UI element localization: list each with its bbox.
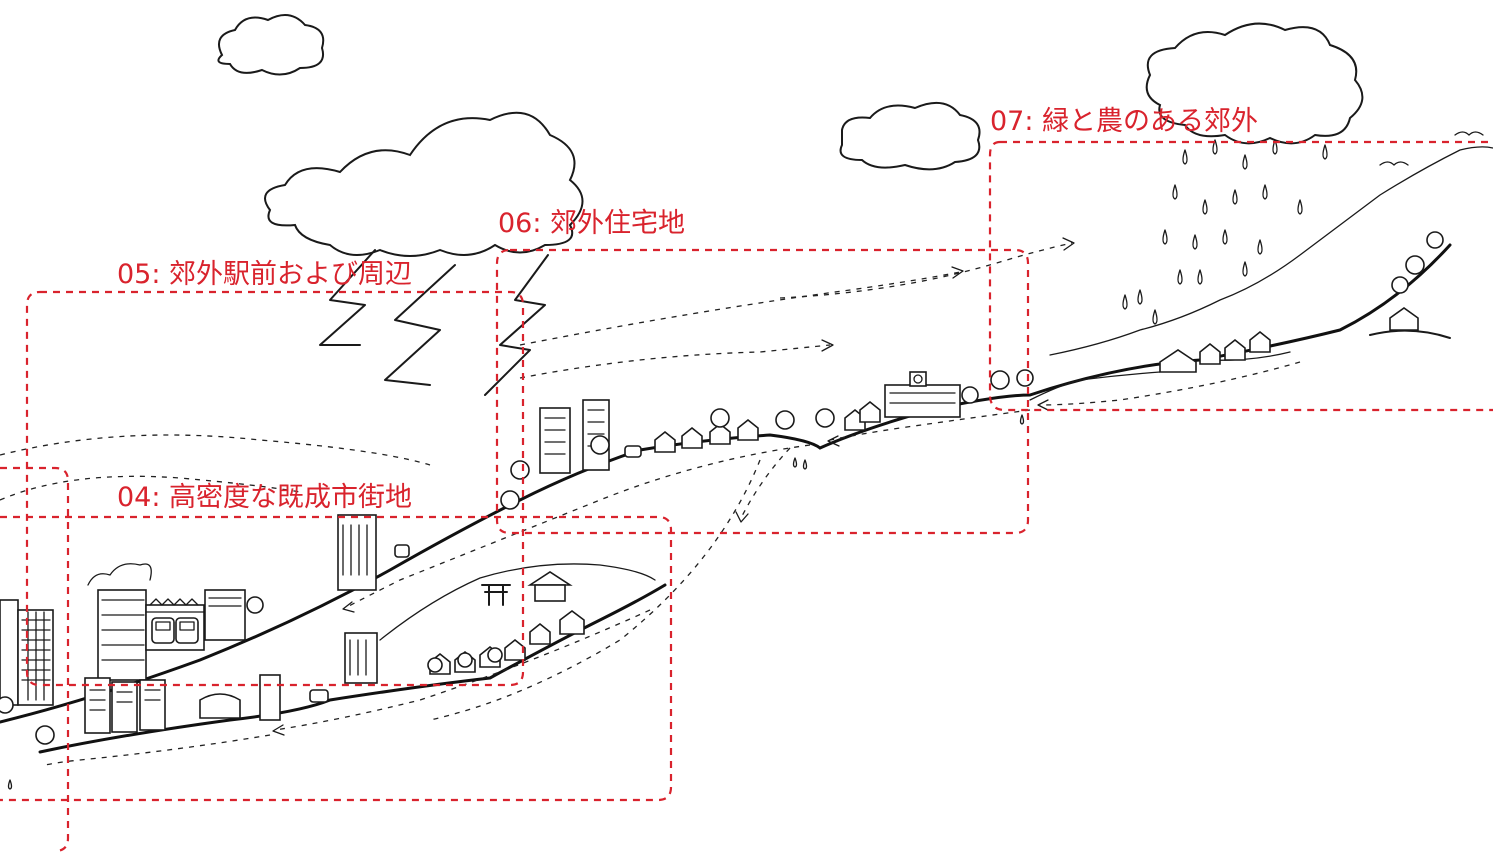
train-icon: [151, 617, 199, 644]
zone-05-outline: [25, 290, 525, 687]
building-icon: [337, 514, 377, 591]
cloud-icon: [217, 14, 325, 76]
zone-07-outline: [988, 140, 1493, 412]
bird-icon: [1379, 131, 1484, 166]
building-icon: [87, 563, 152, 681]
zone-04-label: 04: 高密度な既成市街地: [117, 482, 412, 513]
torii-icon: [481, 584, 511, 606]
house-icon: [1159, 307, 1419, 373]
zone-06-label: 06: 郊外住宅地: [498, 208, 685, 239]
car-icon: [309, 544, 410, 703]
building-icon: [199, 674, 281, 721]
tree-icon: [0, 231, 1444, 745]
farm-bank: [1369, 329, 1451, 339]
zone-05-label: 05: 郊外駅前および周辺: [117, 259, 412, 290]
house-icon: [429, 610, 585, 675]
cloud-icon: [264, 111, 584, 257]
building-icon: [84, 677, 166, 734]
building-icon: [539, 399, 610, 474]
ground-lower: [38, 583, 667, 754]
building-icon: [0, 599, 54, 706]
hill-middle: [379, 563, 656, 641]
zone-07-label: 07: 緑と農のある郊外: [990, 106, 1258, 137]
raindrop-icon: [7, 414, 1025, 790]
car-icon: [624, 445, 642, 458]
stream: [1029, 351, 1291, 401]
zone-03-outline: [0, 466, 70, 853]
building-icon: [344, 632, 378, 684]
arrow-icon: [0, 237, 1301, 766]
hillside: [1049, 146, 1493, 356]
building-icon: [204, 589, 246, 641]
shrine-icon: [527, 571, 573, 602]
cloud-icon: [1145, 22, 1364, 145]
building-icon: [884, 371, 961, 418]
zone-06-outline: [495, 248, 1030, 535]
cloud-icon: [839, 101, 981, 171]
house-icon: [654, 400, 881, 453]
raindrop-icon: [1122, 139, 1328, 325]
zone-04-outline: [0, 515, 673, 802]
